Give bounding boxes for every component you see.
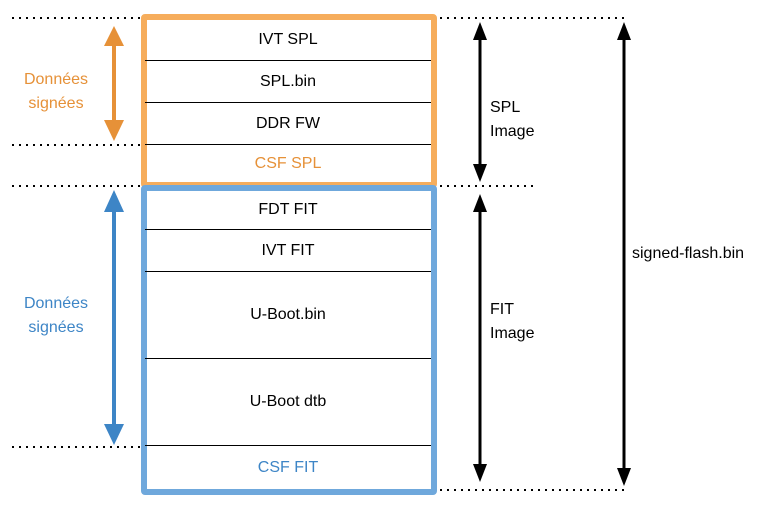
spl-signed-label-line2: signées (28, 95, 84, 112)
signed-flash-label-text: signed-flash.bin (632, 245, 745, 262)
fit-signed-label-line1: Données (23, 295, 89, 312)
cell-csf-spl-label: CSF SPL (254, 154, 322, 172)
separator-line (145, 144, 431, 145)
signed-flash-arrow (617, 22, 631, 486)
cell-ivt-fit: IVT FIT (145, 230, 431, 271)
cell-spl-bin: SPL.bin (145, 61, 431, 102)
cell-ivt-spl-label: IVT SPL (258, 31, 318, 48)
cell-ddr-fw-label: DDR FW (256, 114, 320, 132)
fit-image-label-line1: FIT (490, 301, 514, 318)
cell-csf-fit-label: CSF FIT (257, 458, 319, 476)
fit-image-label: FIT Image (490, 298, 534, 346)
spl-image-label: SPL Image (490, 96, 534, 144)
blue-double-arrow (104, 190, 124, 445)
fit-frame (141, 185, 437, 495)
spl-signed-data-label: Données signées (18, 68, 94, 116)
orange-double-arrow (104, 26, 124, 141)
cell-fdt-fit-label: FDT FIT (258, 201, 318, 218)
cell-ddr-fw: DDR FW (145, 103, 431, 144)
separator-line (145, 102, 431, 103)
fit-image-label-line2: Image (490, 325, 535, 342)
cell-csf-fit: CSF FIT (145, 446, 431, 489)
separator-line (145, 60, 431, 61)
separator-line (145, 358, 431, 359)
cell-u-boot-dtb: U-Boot dtb (145, 359, 431, 445)
separator-line (145, 271, 431, 272)
spl-image-arrow (473, 22, 487, 182)
cell-csf-spl: CSF SPL (145, 145, 431, 182)
fit-image-arrow (473, 194, 487, 482)
cell-spl-bin-label: SPL.bin (259, 72, 317, 90)
cell-ivt-fit-label: IVT FIT (261, 241, 315, 259)
spl-image-label-line2: Image (490, 123, 535, 140)
cell-u-boot-dtb-label: U-Boot dtb (249, 393, 327, 410)
spl-signed-label-line1: Données (23, 71, 89, 88)
cell-ivt-spl: IVT SPL (145, 20, 431, 60)
signed-flash-label: signed-flash.bin (632, 242, 744, 266)
fit-signed-label-line2: signées (28, 319, 84, 336)
cell-u-boot-bin-label: U-Boot.bin (250, 306, 326, 323)
separator-line (145, 445, 431, 446)
cell-fdt-fit: FDT FIT (145, 191, 431, 229)
separator-line (145, 229, 431, 230)
fit-signed-data-label: Données signées (18, 292, 94, 340)
cell-u-boot-bin: U-Boot.bin (145, 272, 431, 358)
spl-image-label-line1: SPL (490, 99, 521, 116)
